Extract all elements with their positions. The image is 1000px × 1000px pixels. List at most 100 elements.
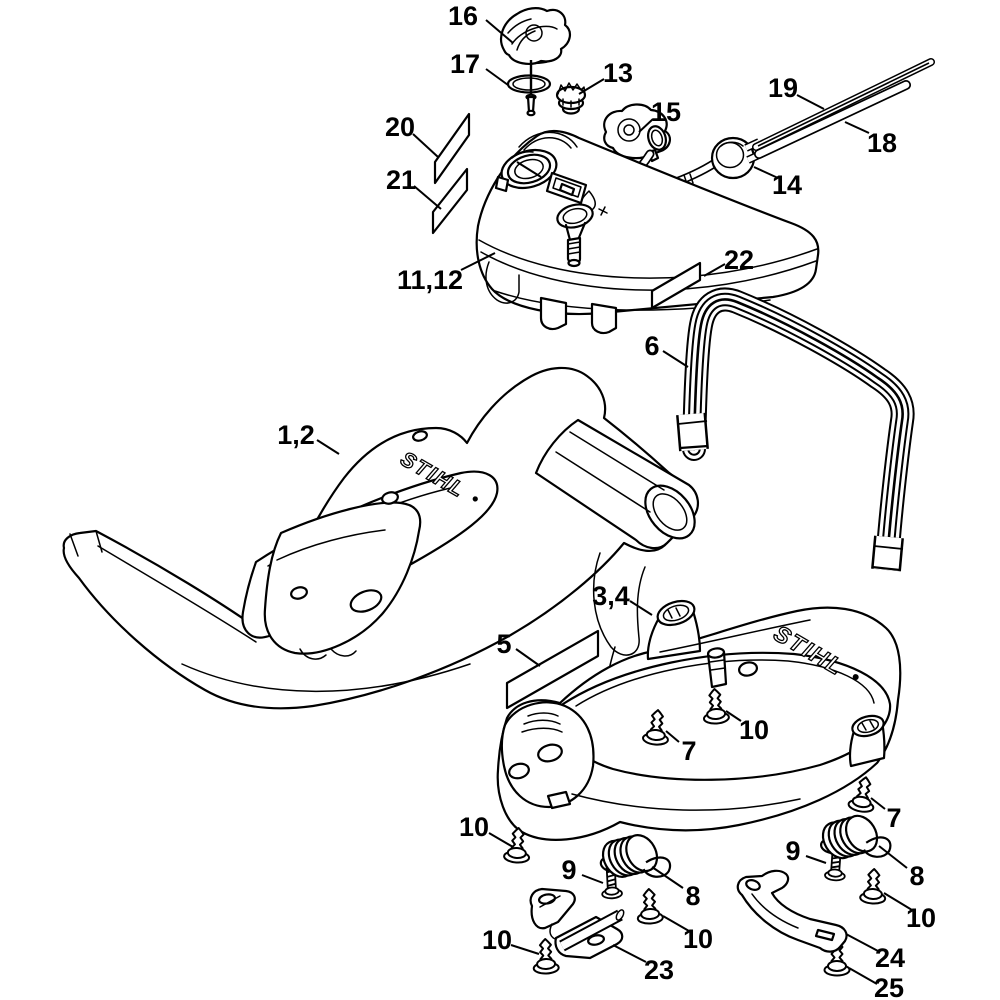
callout-10-center: 10 bbox=[662, 915, 713, 954]
callout-19-label: 19 bbox=[768, 73, 798, 103]
callout-6-leader bbox=[662, 350, 689, 368]
callout-19-leader bbox=[796, 94, 825, 110]
callout-10-left: 10 bbox=[459, 812, 514, 848]
callout-14: 14 bbox=[753, 166, 802, 200]
callout-24-label: 24 bbox=[875, 943, 905, 973]
callout-15-leader bbox=[638, 118, 654, 133]
strap-24 bbox=[736, 869, 848, 953]
callout-13: 13 bbox=[578, 58, 633, 95]
callout-10-bottom-right-leader bbox=[883, 892, 913, 911]
callout-14-leader bbox=[753, 166, 779, 179]
screw-hole bbox=[381, 491, 399, 505]
fuel-tank bbox=[475, 129, 820, 335]
callout-8-right-leader bbox=[878, 845, 908, 869]
callout-23-leader bbox=[612, 944, 647, 963]
callouts: 16 17 13 19 15 18 20 14 bbox=[277, 1, 936, 1000]
callout-15: 15 bbox=[638, 97, 681, 133]
callout-9-right-label: 9 bbox=[785, 836, 800, 866]
callout-8-center-label: 8 bbox=[685, 881, 700, 911]
vent-valve bbox=[555, 82, 587, 115]
logo-dot bbox=[852, 674, 859, 681]
loop-handle bbox=[676, 287, 915, 572]
callout-7-right-leader bbox=[870, 797, 886, 810]
bracket-23 bbox=[529, 887, 625, 960]
callout-10-inner-label: 10 bbox=[739, 715, 769, 745]
callout-5: 5 bbox=[496, 629, 541, 667]
callout-9-center-leader bbox=[581, 874, 604, 884]
callout-10-inner: 10 bbox=[725, 710, 769, 745]
callout-6: 6 bbox=[644, 331, 689, 368]
callout-18-label: 18 bbox=[867, 128, 897, 158]
callout-17: 17 bbox=[450, 49, 509, 86]
callout-21-leader bbox=[413, 185, 442, 210]
callout-10-bottom-right: 10 bbox=[883, 892, 936, 933]
callout-3-4-label: 3,4 bbox=[592, 581, 630, 611]
callout-11-12-leader bbox=[460, 252, 496, 271]
callout-23-label: 23 bbox=[644, 955, 674, 985]
callout-5-leader bbox=[515, 648, 541, 667]
callout-7-inner-leader bbox=[665, 730, 680, 743]
callout-10-center-label: 10 bbox=[683, 924, 713, 954]
callout-11-12: 11,12 bbox=[397, 252, 496, 295]
callout-16-label: 16 bbox=[448, 1, 478, 31]
callout-10-bottom-right-label: 10 bbox=[906, 903, 936, 933]
callout-20: 20 bbox=[385, 112, 439, 158]
callout-7-right-label: 7 bbox=[886, 803, 901, 833]
callout-10-inner-leader bbox=[725, 710, 742, 722]
callout-10-bottom-left-label: 10 bbox=[482, 925, 512, 955]
callout-25-label: 25 bbox=[874, 973, 904, 1000]
callout-9-center-label: 9 bbox=[561, 855, 576, 885]
callout-7-inner-label: 7 bbox=[681, 736, 696, 766]
callout-19: 19 bbox=[768, 73, 825, 110]
callout-22-leader bbox=[703, 263, 726, 277]
callout-11-12-label: 11,12 bbox=[397, 265, 463, 295]
sticker-21 bbox=[431, 167, 469, 235]
callout-20-label: 20 bbox=[385, 112, 415, 142]
logo-dot bbox=[472, 496, 478, 502]
callout-16-leader bbox=[485, 19, 514, 44]
callout-6-label: 6 bbox=[644, 331, 659, 361]
callout-22-label: 22 bbox=[724, 245, 754, 275]
callout-24: 24 bbox=[845, 933, 905, 973]
callout-18: 18 bbox=[844, 121, 897, 158]
tank-foot bbox=[539, 296, 568, 331]
tank-foot bbox=[590, 302, 618, 335]
callout-10-bottom-left-leader bbox=[510, 944, 540, 955]
callout-10-left-label: 10 bbox=[459, 812, 489, 842]
callout-15-label: 15 bbox=[651, 97, 681, 127]
callout-13-label: 13 bbox=[603, 58, 633, 88]
handle-sleeve-right bbox=[871, 535, 904, 572]
callout-10-bottom-left: 10 bbox=[482, 925, 540, 955]
callout-13-leader bbox=[578, 78, 605, 95]
callout-1-2: 1,2 bbox=[277, 420, 340, 455]
callout-8-center: 8 bbox=[651, 866, 701, 911]
callout-21: 21 bbox=[386, 165, 442, 210]
sticker-22 bbox=[650, 261, 702, 310]
callout-18-leader bbox=[844, 121, 870, 134]
callout-9-center: 9 bbox=[561, 855, 604, 885]
upper-housing: STIHL bbox=[62, 366, 699, 710]
callout-23: 23 bbox=[612, 944, 674, 985]
callout-25: 25 bbox=[848, 967, 904, 1000]
callout-5-label: 5 bbox=[496, 629, 511, 659]
callout-8-right: 8 bbox=[878, 845, 925, 891]
callout-9-right: 9 bbox=[785, 836, 827, 866]
callout-8-center-leader bbox=[651, 866, 684, 889]
callout-22: 22 bbox=[703, 245, 754, 277]
callout-9-right-leader bbox=[805, 855, 827, 864]
fuel-cap bbox=[500, 7, 571, 65]
callout-17-leader bbox=[485, 68, 509, 86]
callout-17-label: 17 bbox=[450, 49, 480, 79]
handle-sleeve-left bbox=[676, 412, 709, 452]
callout-20-leader bbox=[412, 133, 439, 158]
fuel-line-short bbox=[754, 80, 911, 159]
callout-25-leader bbox=[848, 967, 878, 985]
callout-10-center-leader bbox=[662, 915, 690, 932]
callout-7-right: 7 bbox=[870, 797, 902, 833]
callout-10-left-leader bbox=[488, 832, 514, 848]
callout-3-4: 3,4 bbox=[592, 581, 653, 616]
callout-7-inner: 7 bbox=[665, 730, 697, 766]
callout-1-2-leader bbox=[316, 439, 340, 455]
